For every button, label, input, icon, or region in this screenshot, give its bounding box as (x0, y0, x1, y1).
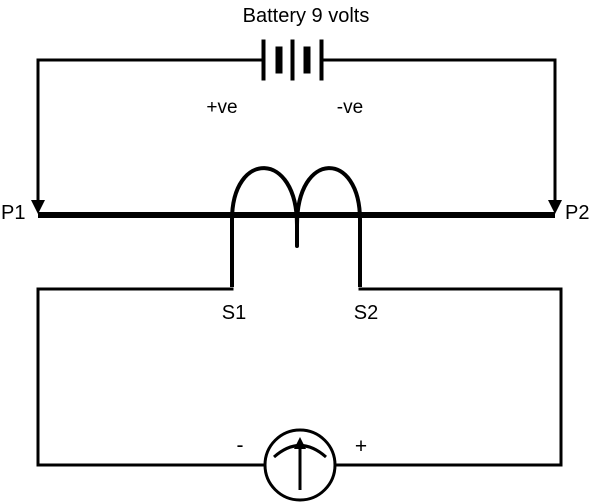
battery-positive-label: +ve (206, 97, 237, 118)
p2-label: P2 (565, 202, 589, 224)
wire-top-right (321, 58, 557, 207)
battery-label: Battery 9 volts (243, 5, 370, 27)
battery-plate-1 (261, 39, 266, 81)
battery-negative-label: -ve (337, 97, 363, 118)
s2-label: S2 (354, 302, 378, 324)
battery-symbol (261, 39, 324, 81)
battery-plate-4 (303, 46, 311, 74)
battery-plate-3 (290, 39, 295, 81)
arrowhead-p2 (548, 200, 562, 214)
p1-label: P1 (1, 202, 25, 224)
secondary-coil (230, 166, 362, 287)
secondary-circuit-wire (36, 287, 563, 467)
galvanometer-needle-arrowhead (294, 437, 306, 449)
battery-plate-5 (319, 39, 324, 81)
s1-label: S1 (222, 302, 246, 324)
battery-plate-2 (275, 46, 283, 74)
galvanometer (263, 428, 337, 502)
arrowhead-p1 (31, 200, 45, 214)
wire-top-left (36, 58, 264, 207)
meter-negative-label: - (237, 434, 244, 457)
meter-positive-label: + (355, 435, 367, 458)
